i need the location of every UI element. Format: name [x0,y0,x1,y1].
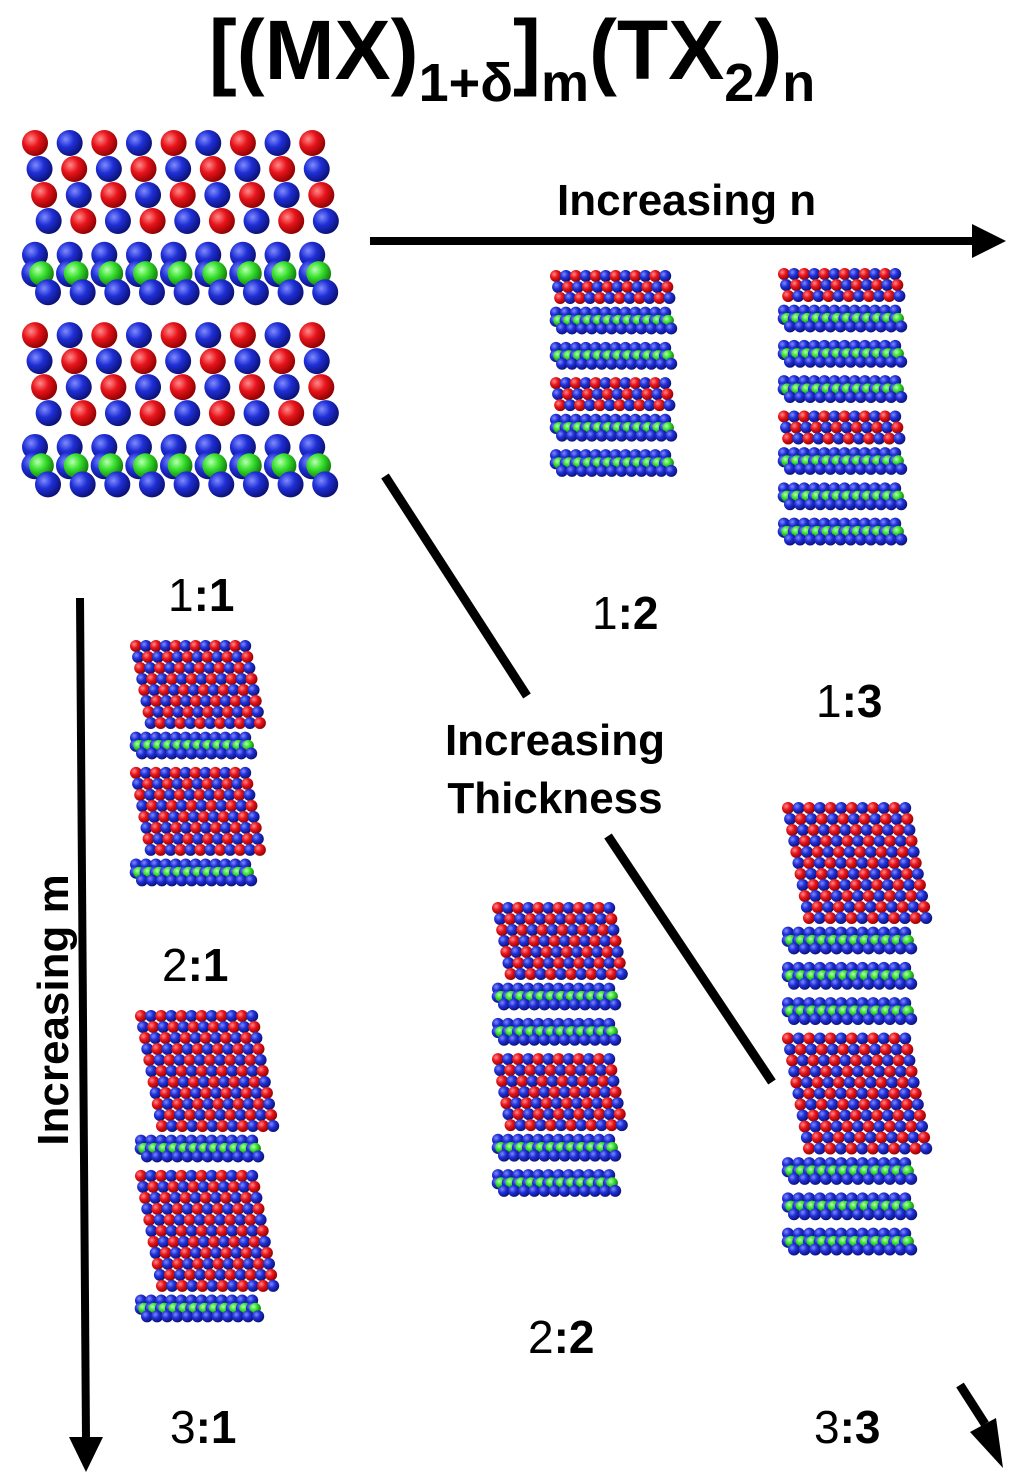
increasing-m-label: Increasing m [29,874,78,1146]
tx2-layer [777,304,908,333]
mx-layer [550,270,676,304]
tx2-layer [134,1294,265,1323]
label-3-1: 3:1 [170,1401,237,1453]
mx-layer [22,130,339,234]
tx2-layer [777,482,908,511]
structure-1-2 [549,270,678,477]
structure-2-2 [491,902,628,1197]
mx-layer [782,1032,933,1155]
tx2-layer [549,449,678,477]
structure-2-1 [129,640,266,887]
tx2-layer [491,1133,622,1162]
tx2-layer [781,961,918,990]
arrow-increasing-n [370,224,1006,258]
structure-3-1 [134,1010,280,1323]
mx-layer [130,640,266,729]
label-1-1: 1:1 [168,569,235,621]
label-3-3: 3:3 [814,1401,881,1453]
tx2-layer [781,1157,918,1185]
tx2-layer [781,997,918,1026]
tx2-layer [491,982,622,1011]
tx2-layer [129,858,258,887]
arrow-increasing-m [69,597,103,1472]
tx2-layer [21,241,339,306]
tx2-layer [549,341,678,370]
arrow-increasing-thickness [381,473,1003,1468]
mx-layer [492,902,628,980]
tx2-layer [777,339,908,368]
tx2-layer [549,306,678,335]
mx-layer [778,410,906,445]
tx2-layer [777,517,908,546]
label-1-2: 1:2 [592,587,659,639]
structure-1-1 [21,130,339,498]
tx2-layer [134,1134,265,1163]
tx2-layer [781,926,918,955]
structures-layer [21,130,933,1323]
tx2-layer [129,731,258,760]
tx2-layer [491,1017,622,1046]
mx-layer [135,1169,280,1292]
formula-title: [(MX)1+δ]m(TX2)n [208,3,816,113]
mx-layer [22,322,339,427]
tx2-layer [777,375,908,404]
label-1-3: 1:3 [816,675,883,727]
label-2-1: 2:1 [162,939,229,991]
tx2-layer [781,1192,918,1221]
structure-1-3 [777,268,908,546]
tx2-layer [781,1227,918,1256]
mx-layer [782,802,933,924]
label-2-2: 2:2 [528,1311,595,1363]
structure-3-3 [781,802,933,1256]
tx2-layer [21,433,339,498]
mx-layer [130,766,266,856]
tx2-layer [549,413,678,442]
mx-layer [492,1053,628,1132]
tx2-layer [777,447,908,475]
mx-layer [778,268,906,302]
tx2-layer [491,1169,622,1197]
mx-layer [135,1010,280,1132]
mx-layer [550,377,676,412]
increasing-n-label: Increasing n [557,176,817,225]
increasing-thickness-label: Increasing Thickness [444,716,666,823]
